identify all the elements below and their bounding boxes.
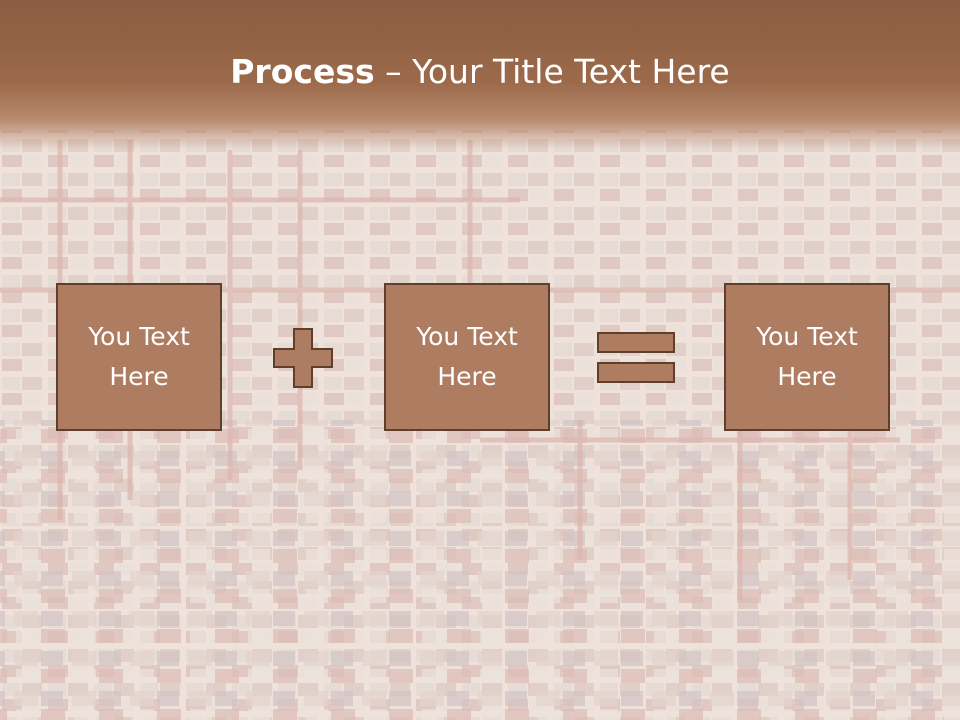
box-text: You Text Here — [756, 317, 858, 397]
box-text: You Text Here — [416, 317, 518, 397]
box-text: You Text Here — [88, 317, 190, 397]
process-step-box-2[interactable]: You Text Here — [384, 283, 550, 431]
box-text-line-2: Here — [777, 362, 837, 391]
box-text-line-1: You Text — [756, 322, 858, 351]
process-step-box-1[interactable]: You Text Here — [56, 283, 222, 431]
title-banner — [0, 0, 960, 150]
box-text-line-2: Here — [109, 362, 169, 391]
process-result-box[interactable]: You Text Here — [724, 283, 890, 431]
box-text-line-2: Here — [437, 362, 497, 391]
slide-title: Process – Your Title Text Here — [0, 52, 960, 91]
title-bold: Process — [230, 52, 375, 91]
box-text-line-1: You Text — [88, 322, 190, 351]
box-text-line-1: You Text — [416, 322, 518, 351]
plus-icon — [273, 328, 333, 388]
title-rest: – Your Title Text Here — [374, 52, 730, 91]
equals-icon — [597, 332, 675, 383]
